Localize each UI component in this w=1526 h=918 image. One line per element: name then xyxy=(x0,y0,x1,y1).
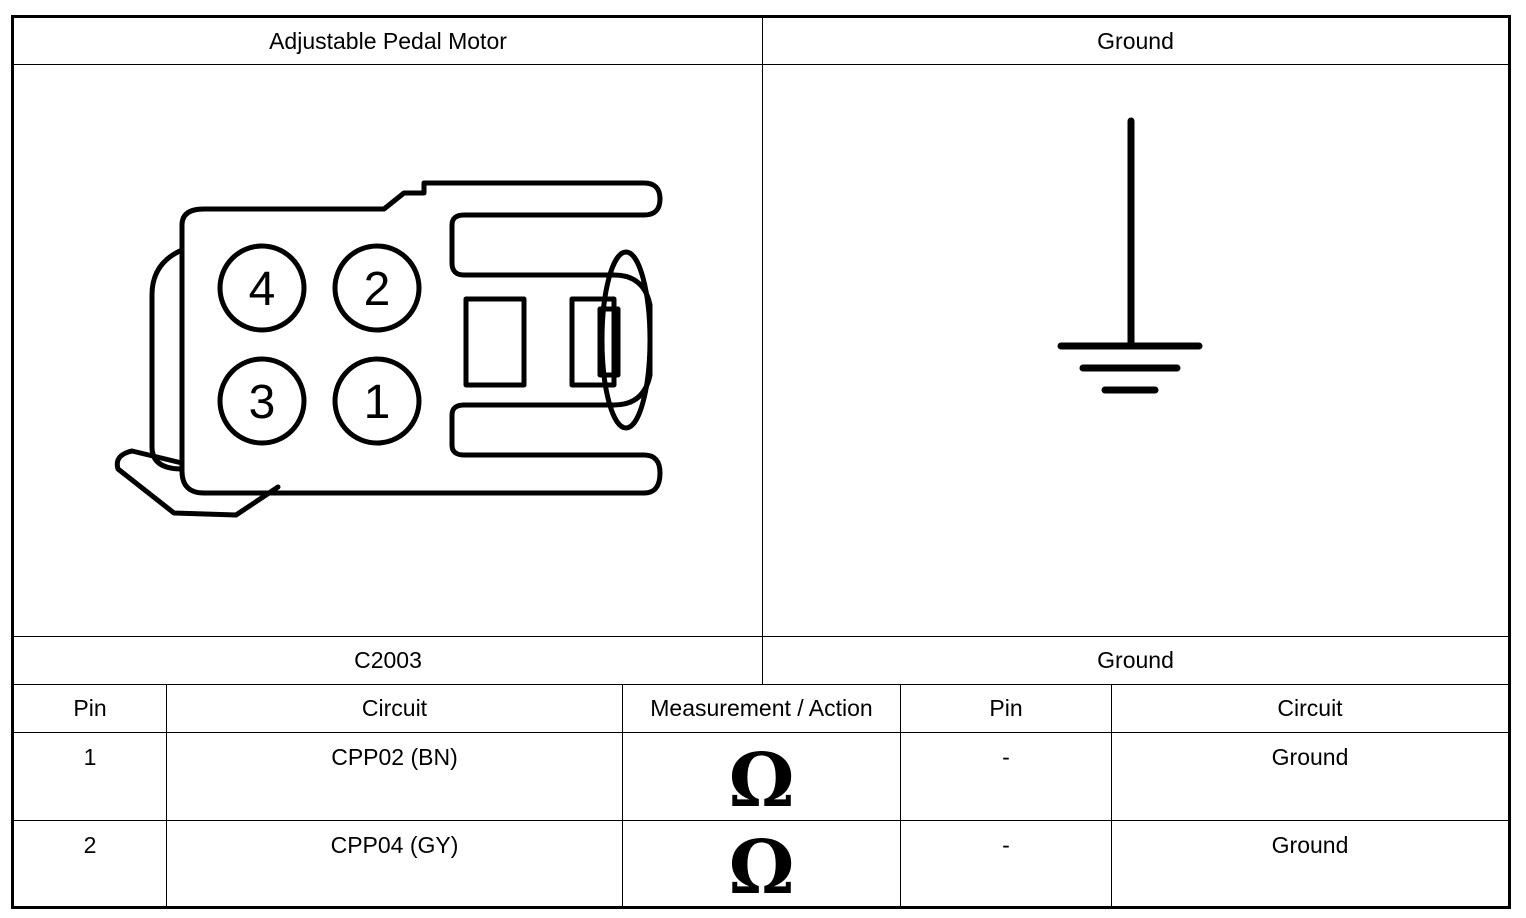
row-1-pin-2: - xyxy=(1002,744,1010,770)
pinout-table: Adjustable Pedal Motor Ground 4 2 3 xyxy=(11,15,1511,911)
grid-line xyxy=(14,684,1508,685)
pin-1-label: 1 xyxy=(364,376,391,429)
connector-housing xyxy=(179,180,663,496)
header-circuit: Circuit xyxy=(361,695,428,721)
connector-latch xyxy=(114,448,281,518)
row-2-circuit: CPP04 (GY) xyxy=(330,832,459,858)
component-name-left: Adjustable Pedal Motor xyxy=(269,27,507,54)
row-1-circuit: CPP02 (BN) xyxy=(331,744,458,770)
connector-face-diagram: 4 2 3 1 xyxy=(114,180,663,518)
grid-line xyxy=(14,732,1508,733)
grid-line xyxy=(14,636,1508,637)
pin-2-circle xyxy=(332,243,422,333)
header-circuit-2: Circuit xyxy=(1277,695,1343,721)
header-pin-2: Pin xyxy=(989,695,1023,721)
grid-line xyxy=(900,684,901,906)
ground-symbol-icon xyxy=(1057,117,1203,394)
row-1-circuit-2: Ground xyxy=(1271,744,1349,770)
terminal-cavity xyxy=(463,296,527,388)
row-2-ohm-icon: Ω xyxy=(728,824,795,911)
connector-id-right: Ground xyxy=(1097,647,1174,673)
grid-line xyxy=(166,684,167,906)
pin-3-circle xyxy=(217,356,307,446)
component-name-right: Ground xyxy=(1097,27,1174,54)
header-measurement: Measurement / Action xyxy=(650,695,873,721)
pin-2-label: 2 xyxy=(364,263,391,316)
grid-line xyxy=(1111,684,1112,906)
row-1-ohm-icon: Ω xyxy=(728,737,795,824)
grid-line xyxy=(14,64,1508,65)
row-2-pin-2: - xyxy=(1002,832,1010,858)
header-pin: Pin xyxy=(73,695,107,721)
grid-line xyxy=(762,18,763,684)
pin-4-label: 4 xyxy=(249,263,276,316)
terminal-cavity xyxy=(569,296,617,388)
pin-3-label: 3 xyxy=(249,376,276,429)
terminal-cavity xyxy=(597,306,621,378)
grid-line xyxy=(14,820,1508,821)
row-1-pin: 1 xyxy=(83,744,97,770)
grid-line xyxy=(622,684,623,906)
row-2-circuit-2: Ground xyxy=(1271,832,1349,858)
pin-1-circle xyxy=(332,356,422,446)
connector-flange xyxy=(149,247,185,472)
row-2-pin: 2 xyxy=(83,832,97,858)
connector-id-left: C2003 xyxy=(354,647,422,673)
pin-4-circle xyxy=(217,243,307,333)
